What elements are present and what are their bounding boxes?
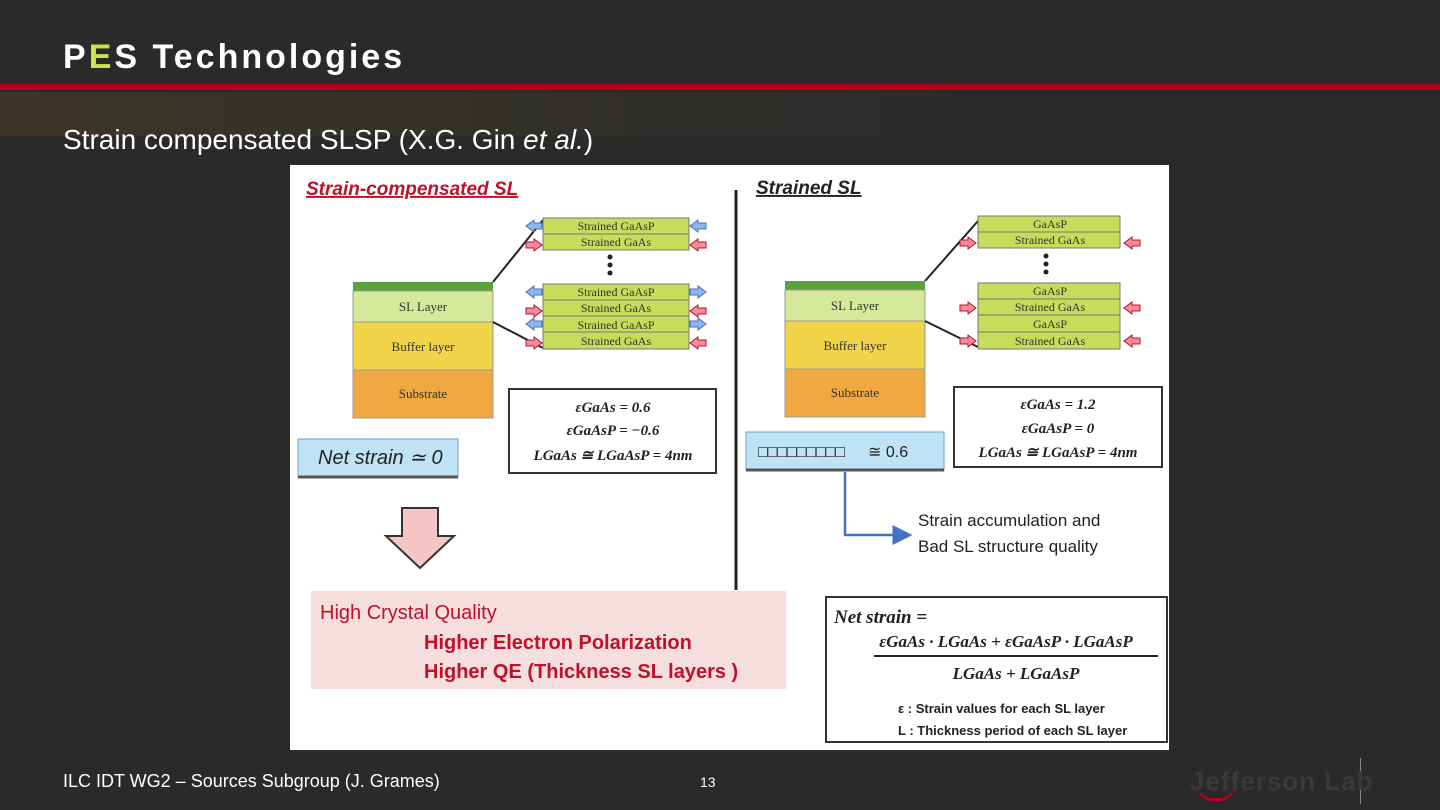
footer-text: ILC IDT WG2 – Sources Subgroup (J. Grame… (63, 771, 440, 791)
title-divider (0, 84, 1440, 90)
left-sl-layer-label: SL Layer (399, 299, 448, 314)
svg-text:εGaAsP = 0: εGaAsP = 0 (1022, 421, 1095, 437)
left-net-strain-box: Net strain ≃ 0 (297, 438, 459, 479)
right-net-strain-box: □□□□□□□□□ ≅ 0.6 (745, 431, 945, 472)
down-arrow-icon (383, 507, 457, 570)
right-heading: Strained SL (756, 178, 862, 199)
right-layer-stack: SL Layer Buffer layer Substrate (784, 281, 926, 418)
svg-text:Net strain ≃ 0: Net strain ≃ 0 (318, 447, 443, 469)
quality-box: High Crystal Quality Higher Electron Pol… (311, 591, 786, 689)
svg-text:Strained GaAs: Strained GaAs (1015, 300, 1086, 314)
svg-text:SL Layer: SL Layer (831, 298, 880, 313)
slide-subtitle: Strain compensated SLSP (X.G. Gin et al.… (63, 124, 594, 155)
svg-text:Buffer layer: Buffer layer (824, 338, 888, 353)
svg-text:LGaAs + LGaAsP: LGaAs + LGaAsP (952, 664, 1080, 683)
left-substrate-label: Substrate (399, 386, 448, 401)
svg-text:Higher Electron Polarization: Higher Electron Polarization (424, 632, 692, 654)
accumulation-arrow (843, 472, 913, 545)
svg-text:L : Thickness period of each S: L : Thickness period of each SL layer (898, 723, 1127, 738)
accumulation-line1: Strain accumulation and (918, 511, 1100, 530)
svg-text:εGaAs · LGaAs + εGaAsP · LGaAs: εGaAs · LGaAs + εGaAsP · LGaAsP (879, 632, 1133, 651)
svg-text:Strained GaAsP: Strained GaAsP (578, 219, 655, 233)
svg-text:εGaAs = 1.2: εGaAs = 1.2 (1020, 397, 1096, 413)
svg-text:Strained GaAs: Strained GaAs (1015, 233, 1086, 247)
accumulation-line2: Bad SL structure quality (918, 537, 1098, 556)
left-heading: Strain-compensated SL (306, 179, 518, 200)
right-strain-arrows (959, 236, 1141, 348)
svg-text:GaAsP: GaAsP (1033, 217, 1067, 231)
svg-text:GaAsP: GaAsP (1033, 317, 1067, 331)
left-buffer-label: Buffer layer (392, 339, 456, 354)
strain-sl-figure: Strain-compensated SL Strained SL SL Lay… (290, 165, 1169, 750)
left-equation-box: εGaAs = 0.6 εGaAsP = −0.6 LGaAs ≅ LGaAsP… (508, 388, 717, 474)
subtitle-band (0, 92, 1000, 136)
svg-text:Strained GaAs: Strained GaAs (581, 235, 652, 249)
svg-text:GaAsP: GaAsP (1033, 284, 1067, 298)
svg-text:Substrate: Substrate (831, 385, 880, 400)
svg-text:□□□□□□□□□: □□□□□□□□□ (758, 444, 845, 461)
svg-text:Strained GaAs: Strained GaAs (581, 334, 652, 348)
right-equation-box: εGaAs = 1.2 εGaAsP = 0 LGaAs ≅ LGaAsP = … (953, 386, 1163, 468)
svg-text:≅ 0.6: ≅ 0.6 (868, 444, 908, 461)
left-upper-stack: Strained GaAsP Strained GaAs (542, 217, 690, 251)
svg-text:High Crystal Quality: High Crystal Quality (320, 602, 497, 624)
left-strain-arrows (525, 219, 707, 350)
right-lower-stack: GaAsP Strained GaAs GaAsP Strained GaAs (977, 282, 1121, 350)
svg-text:LGaAs ≅ LGaAsP = 4nm: LGaAs ≅ LGaAsP = 4nm (978, 445, 1138, 461)
svg-text:εGaAsP = −0.6: εGaAsP = −0.6 (567, 423, 660, 439)
svg-text:Higher QE (Thickness SL layers: Higher QE (Thickness SL layers ) (424, 661, 738, 683)
page-number: 13 (700, 774, 716, 790)
net-strain-formula-box: Net strain = εGaAs · LGaAs + εGaAsP · LG… (825, 596, 1168, 743)
svg-text:Net strain =: Net strain = (833, 607, 927, 628)
slide-title: PES Technologies (63, 38, 406, 76)
svg-text:Strained GaAsP: Strained GaAsP (578, 318, 655, 332)
left-layer-stack: SL Layer Buffer layer Substrate (352, 282, 494, 419)
figure-svg: Strain-compensated SL Strained SL SL Lay… (297, 178, 1168, 743)
logo-swoosh-icon (1196, 784, 1236, 801)
title-highlight-letter: E (88, 38, 115, 76)
footer-divider (1360, 758, 1361, 804)
svg-text:ε : Strain values for each SL: ε : Strain values for each SL layer (898, 701, 1105, 716)
right-upper-stack: GaAsP Strained GaAs (977, 215, 1121, 249)
svg-text:Strained GaAs: Strained GaAs (1015, 334, 1086, 348)
left-lower-stack: Strained GaAsP Strained GaAs Strained Ga… (542, 283, 690, 350)
svg-text:Strained GaAsP: Strained GaAsP (578, 285, 655, 299)
svg-text:LGaAs ≅ LGaAsP = 4nm: LGaAs ≅ LGaAsP = 4nm (533, 448, 693, 464)
svg-text:εGaAs = 0.6: εGaAs = 0.6 (575, 400, 651, 416)
svg-text:Strained GaAs: Strained GaAs (581, 301, 652, 315)
